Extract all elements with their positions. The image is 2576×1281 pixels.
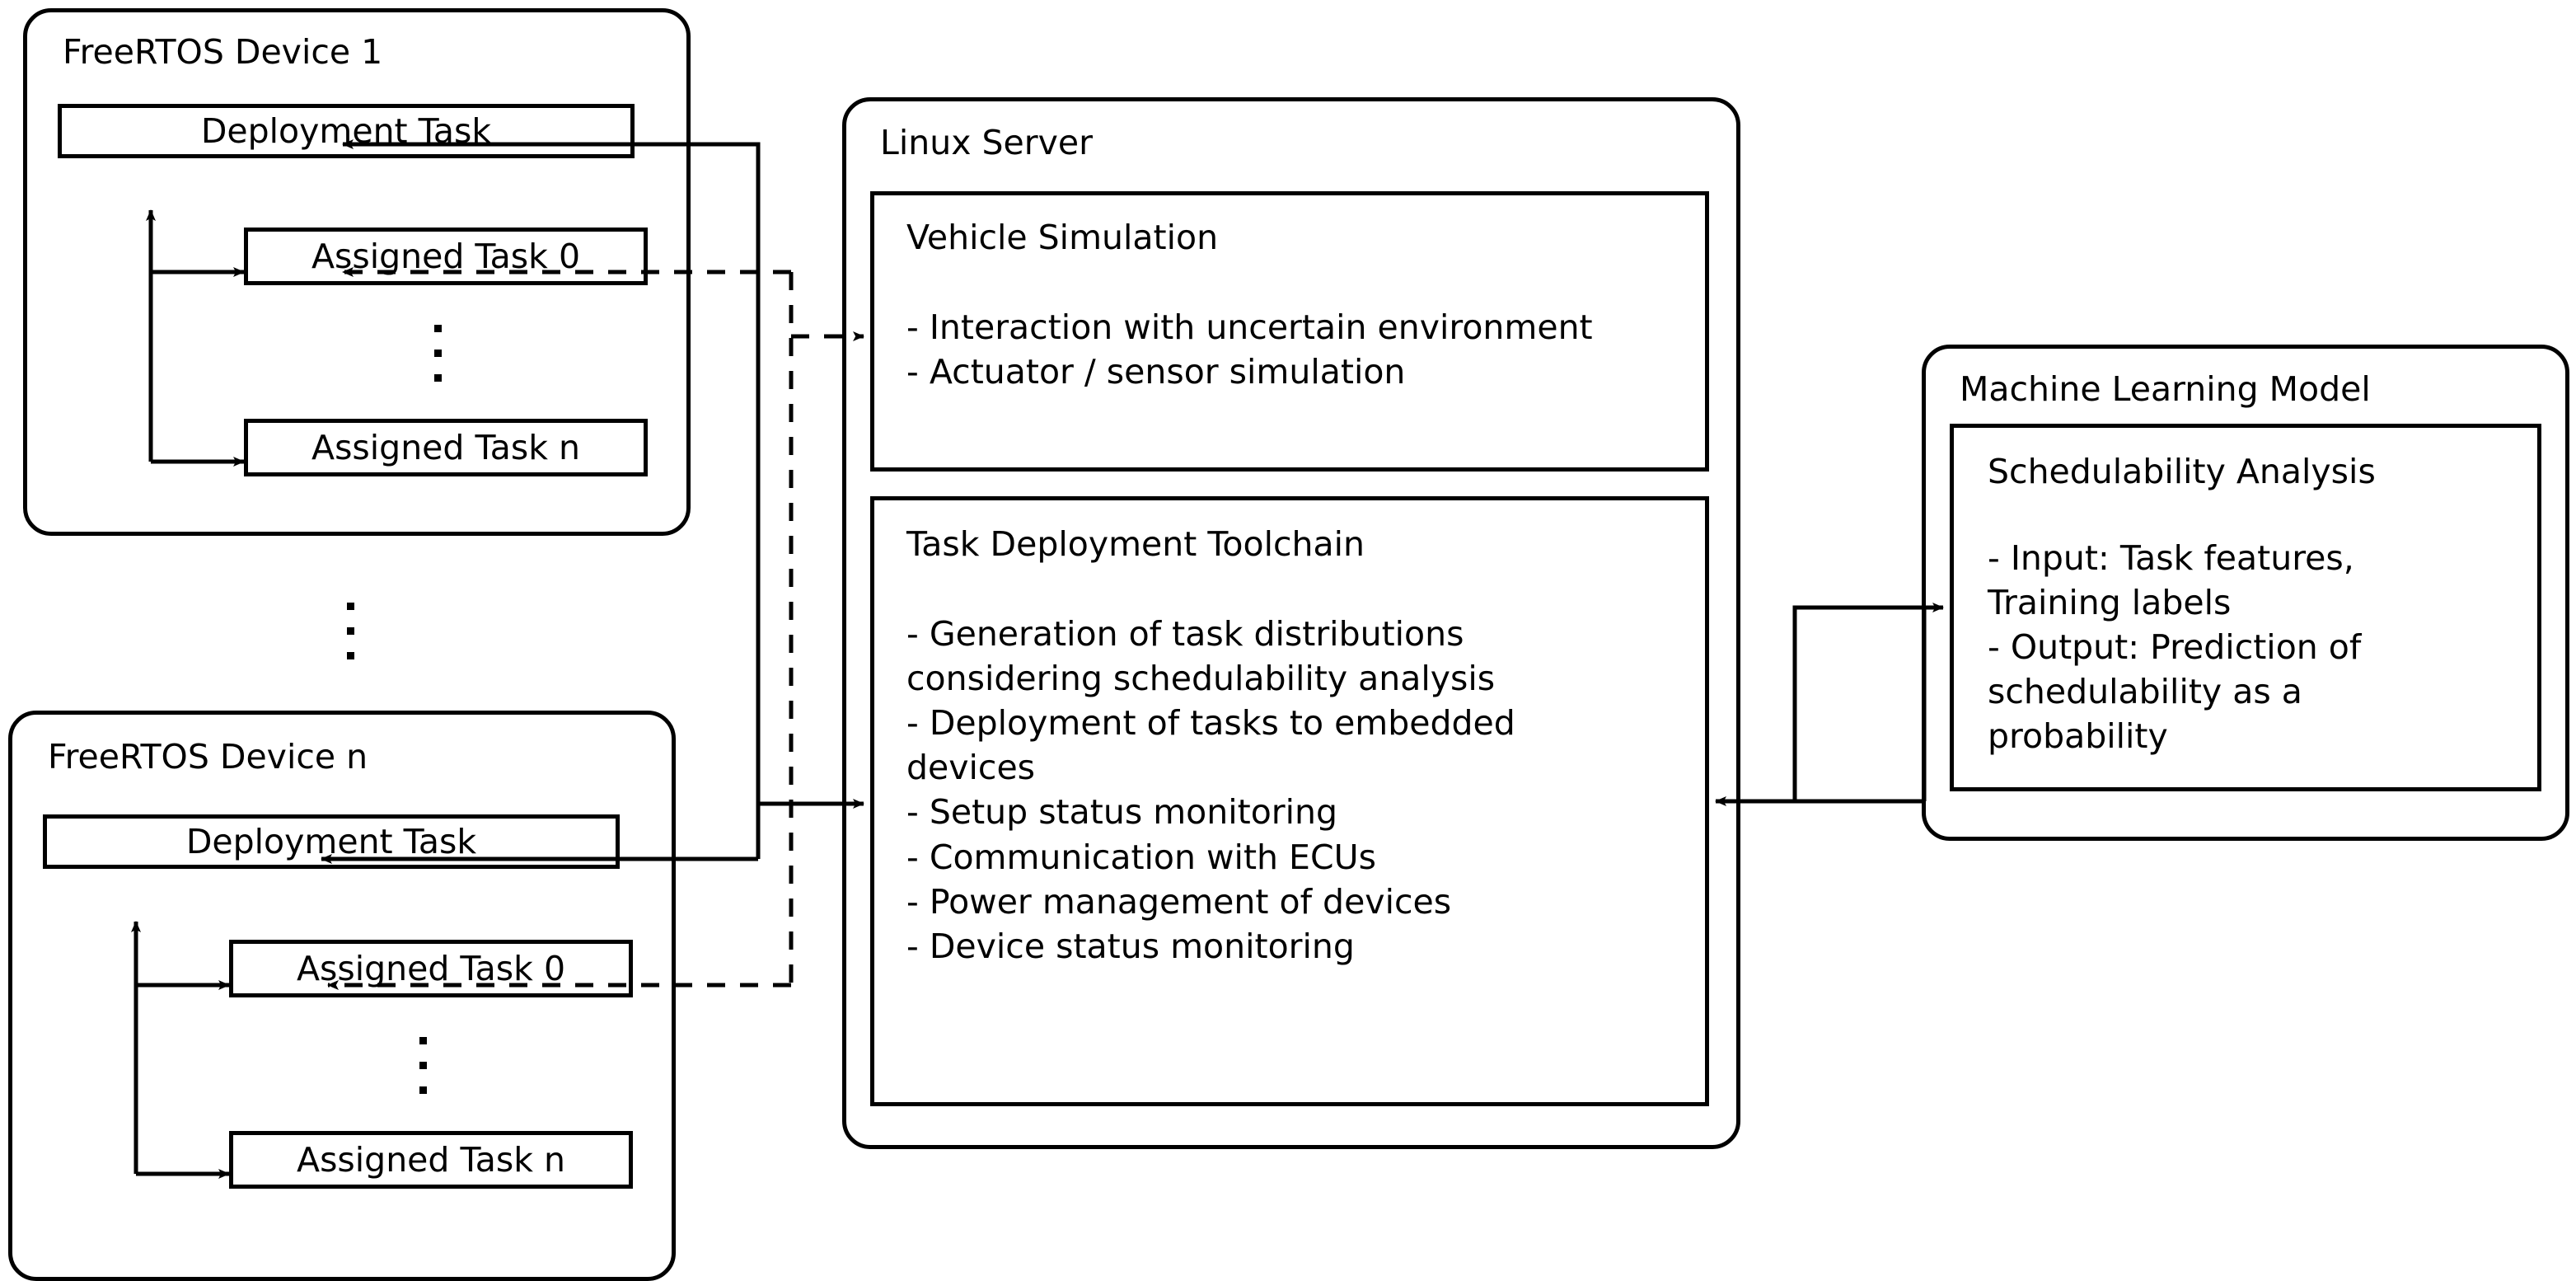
vehicle-simulation-bullets: - Interaction with uncertain environment… [906,305,1681,394]
device-1-deployment-task-label: Deployment Task [200,110,492,151]
schedulability-bullet-1: Training labels [1988,583,2232,623]
machine-learning-model-container[interactable] [1922,345,2569,841]
task-deployment-toolchain-bullets: - Generation of task distributions consid… [906,612,1681,969]
vehicle-simulation-box[interactable] [870,191,1709,472]
device-n-deployment-task[interactable]: Deployment Task [43,814,620,869]
task-deployment-toolchain-label: Task Deployment Toolchain [906,524,1365,564]
linux-server-label: Linux Server [880,123,1093,162]
toolchain-bullet-2: - Deployment of tasks to embedded [906,703,1515,744]
toolchain-bullet-5: - Communication with ECUs [906,837,1376,877]
schedulability-bullet-4: probability [1988,716,2168,757]
device-1-assigned-task-n[interactable]: Assigned Task n [244,419,648,476]
freertos-device-n-container[interactable] [8,711,676,1281]
device-n-assigned-task-n[interactable]: Assigned Task n [229,1131,633,1189]
device-n-assigned-task-0[interactable]: Assigned Task 0 [229,940,633,997]
device-n-assigned-task-0-label: Assigned Task 0 [296,948,566,988]
task-deployment-toolchain-box[interactable] [870,496,1709,1106]
schedulability-bullet-0: - Input: Task features, [1988,538,2354,578]
freertos-device-n-label: FreeRTOS Device n [48,737,368,777]
device-1-assigned-task-0-label: Assigned Task 0 [311,236,581,276]
toolchain-bullet-3: devices [906,748,1036,788]
freertos-device-1-container[interactable] [23,8,691,536]
device-1-assigned-task-n-label: Assigned Task n [311,427,580,467]
vehicle-simulation-bullet-0: - Interaction with uncertain environment [906,307,1593,347]
device-n-tasks-ellipsis-icon [419,1037,427,1094]
toolchain-bullet-1: considering schedulability analysis [906,659,1496,699]
device-n-deployment-task-label: Deployment Task [185,821,477,861]
schedulability-bullet-3: schedulability as a [1988,672,2302,712]
vehicle-simulation-bullet-1: - Actuator / sensor simulation [906,352,1406,392]
linux-server-container[interactable] [842,97,1740,1149]
wire-toolchain-to-ml [1792,603,1944,801]
toolchain-bullet-7: - Device status monitoring [906,926,1355,966]
freertos-device-1-label: FreeRTOS Device 1 [63,32,383,72]
device-1-deployment-task[interactable]: Deployment Task [58,104,635,158]
toolchain-bullet-6: - Power management of devices [906,881,1452,922]
machine-learning-model-label: Machine Learning Model [1960,369,2371,409]
schedulability-analysis-box[interactable] [1950,424,2541,791]
toolchain-bullet-0: - Generation of task distributions [906,614,1464,654]
schedulability-bullet-2: - Output: Prediction of [1988,627,2362,668]
schedulability-analysis-bullets: - Input: Task features, Training labels- … [1988,536,2523,759]
device-1-tasks-ellipsis-icon [434,325,442,382]
toolchain-bullet-4: - Setup status monitoring [906,792,1338,833]
schedulability-analysis-label: Schedulability Analysis [1988,452,2376,491]
device-1-assigned-task-0[interactable]: Assigned Task 0 [244,228,648,285]
device-group-ellipsis-icon [347,603,354,659]
device-n-assigned-task-n-label: Assigned Task n [297,1139,565,1180]
vehicle-simulation-label: Vehicle Simulation [906,218,1219,257]
